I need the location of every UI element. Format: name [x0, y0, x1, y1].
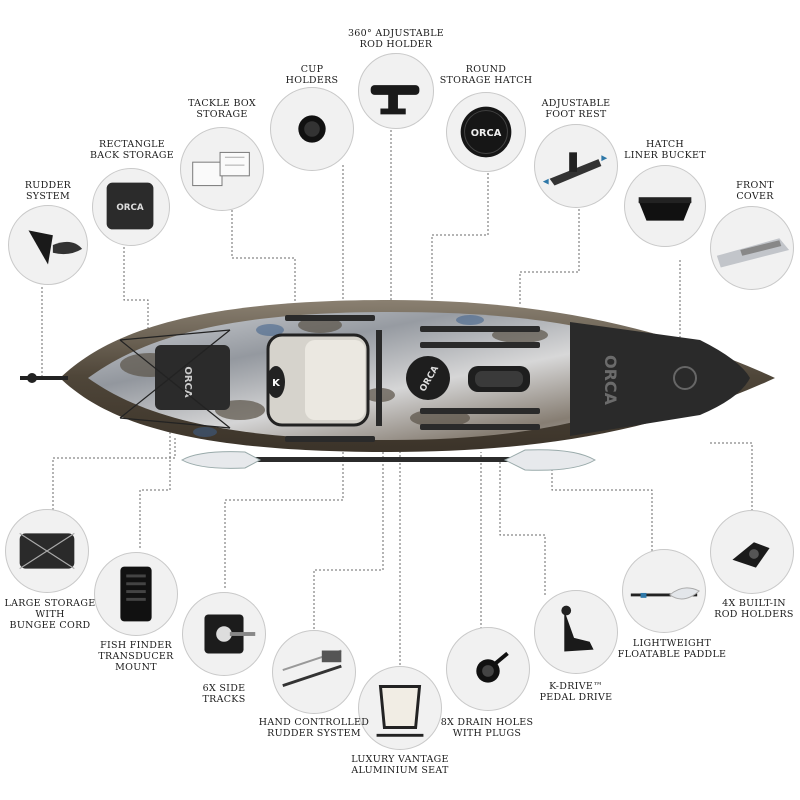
tackle-box-icon	[180, 127, 264, 211]
rudder-icon	[8, 205, 88, 285]
paddle-icon	[622, 549, 706, 633]
built-in-rod-holder-icon	[710, 510, 794, 594]
bow-logo-text: ORCA	[601, 355, 620, 406]
label-rudder: RUDDER SYSTEM	[24, 180, 72, 202]
label-rod-holder-360: 360° ADJUSTABLE ROD HOLDER	[347, 28, 445, 50]
pedal-drive-icon	[534, 590, 618, 674]
paddle-shaft	[180, 449, 596, 471]
label-hatch-bucket: HATCH LINER BUCKET	[624, 139, 706, 161]
seat-logo-text: K	[272, 378, 281, 389]
label-side-tracks: 6X SIDE TRACKS	[202, 683, 246, 705]
label-seat: LUXURY VANTAGE ALUMINIUM SEAT	[351, 754, 449, 776]
hatch-bucket-icon	[624, 165, 706, 247]
label-front-cover: FRONT COVER	[736, 180, 774, 202]
label-large-storage: LARGE STORAGE WITH BUNGEE CORD	[4, 598, 96, 631]
hand-rudder-icon	[272, 630, 356, 714]
fish-finder-mount-icon	[94, 552, 178, 636]
cup-holder-icon	[270, 87, 354, 171]
round-hatch-icon: ORCA	[446, 92, 526, 172]
label-paddle: LIGHTWEIGHT FLOATABLE PADDLE	[617, 638, 727, 660]
large-storage-icon	[5, 509, 89, 593]
label-tackle-box: TACKLE BOX STORAGE	[188, 98, 256, 120]
label-round-hatch: ROUND STORAGE HATCH	[439, 64, 533, 86]
label-fish-finder: FISH FINDER TRANSDUCER MOUNT	[98, 640, 174, 673]
front-cover-icon	[710, 206, 794, 290]
label-pedal-drive: K-DRIVE™ PEDAL DRIVE	[539, 681, 613, 703]
rear-logo-text: ORCA	[182, 366, 193, 398]
svg-text:ORCA: ORCA	[471, 128, 502, 139]
label-drain-holes: 8X DRAIN HOLES WITH PLUGS	[440, 717, 534, 739]
foot-rest-icon	[534, 124, 618, 208]
label-cup-holders: CUP HOLDERS	[285, 64, 339, 86]
rod-holder-icon	[358, 53, 434, 129]
seat-icon	[358, 666, 442, 750]
label-foot-rest: ADJUSTABLE FOOT REST	[541, 98, 611, 120]
label-hand-rudder: HAND CONTROLLED RUDDER SYSTEM	[258, 717, 370, 739]
label-rect-storage: RECTANGLE BACK STORAGE	[90, 139, 174, 161]
side-track-icon	[182, 592, 266, 676]
drain-plug-icon	[446, 627, 530, 711]
label-rod-holders-4x: 4X BUILT-IN ROD HOLDERS	[714, 598, 794, 620]
rectangle-storage-icon: ORCA	[92, 168, 170, 246]
svg-text:ORCA: ORCA	[116, 203, 144, 213]
